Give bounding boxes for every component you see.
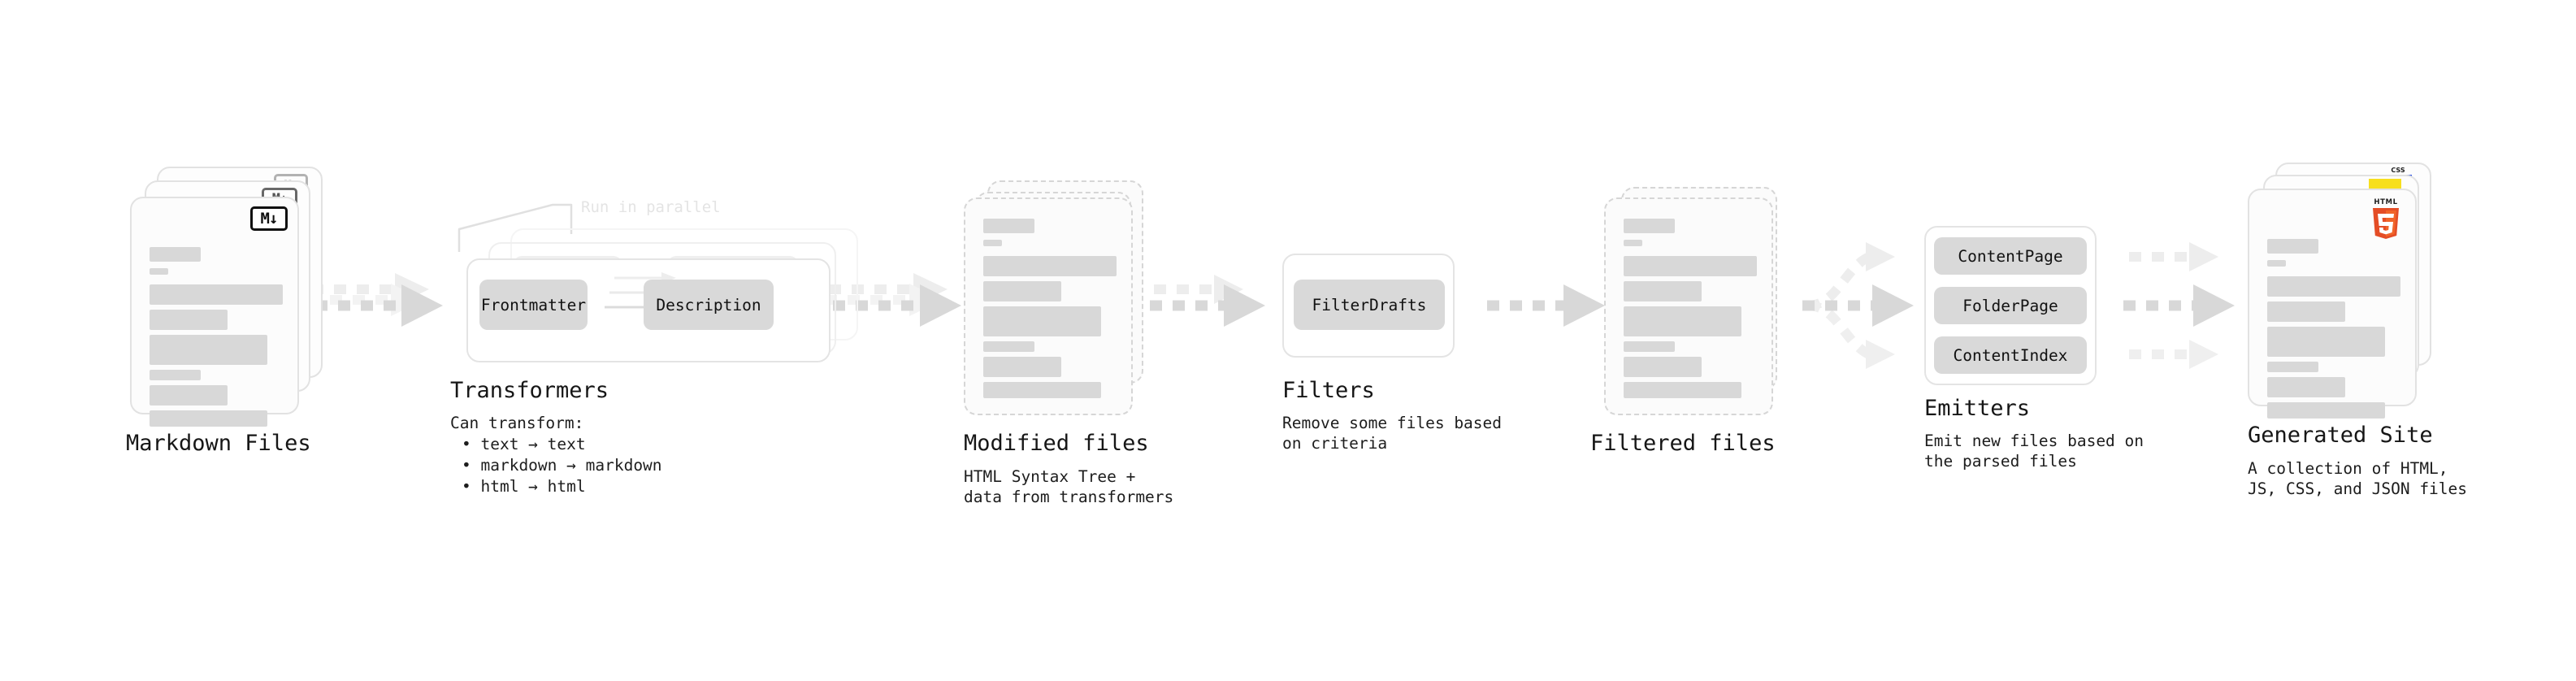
connector-modified-to-filters [1150, 275, 1265, 327]
svg-text:CSS: CSS [2391, 167, 2405, 174]
modified-card-front [964, 197, 1133, 415]
skeleton-block-3 [150, 335, 267, 365]
skeleton-sub [2267, 260, 2286, 267]
svg-text:HTML: HTML [2374, 198, 2397, 206]
markdown-card-front: M↓ [130, 197, 299, 427]
skeleton-title [983, 219, 1034, 233]
skeleton-block-3 [983, 306, 1101, 336]
emitter-plugin-folderpage[interactable]: FolderPage [1934, 287, 2087, 324]
markdown-down-icon: M↓ [250, 206, 288, 231]
skeleton-block-1 [150, 284, 283, 305]
modified-files-title: Modified files [964, 431, 1149, 456]
transformer-plugin-frontmatter[interactable]: Frontmatter [479, 280, 588, 330]
skeleton-block-5 [1624, 357, 1702, 377]
skeleton-block-1 [2267, 276, 2400, 297]
transformers-subtitle: Can transform: [450, 414, 584, 432]
skeleton-block-1 [1624, 256, 1757, 276]
transformer-plugin-description[interactable]: Description [644, 280, 774, 330]
generated-site-title: Generated Site [2248, 423, 2433, 448]
skeleton-sub [150, 268, 168, 275]
transformers-bullet-2: • html → html [462, 477, 586, 496]
filtered-files-title: Filtered files [1590, 431, 1776, 456]
skeleton-block-5 [150, 385, 228, 406]
filtered-card-front [1604, 197, 1773, 415]
skeleton-title [1624, 219, 1675, 233]
skeleton-block-5 [2267, 377, 2345, 397]
skeleton-block-4 [150, 370, 201, 380]
emitters-title: Emitters [1924, 396, 2031, 421]
filters-subtitle: Remove some files based on criteria [1282, 414, 1503, 453]
emitter-plugin-contentpage[interactable]: ContentPage [1934, 237, 2087, 275]
connector-transformers-to-modified [825, 273, 961, 327]
skeleton-block-6 [1624, 382, 1741, 398]
skeleton-block-2 [150, 310, 228, 330]
skeleton-block-2 [983, 281, 1061, 301]
skeleton-block-4 [983, 341, 1034, 352]
run-in-parallel-bracket [458, 203, 573, 252]
connector-filters-to-filtered [1487, 284, 1605, 327]
modified-files-subtitle: HTML Syntax Tree + data from transformer… [964, 467, 1174, 506]
skeleton-title [2267, 239, 2318, 254]
skeleton-block-3 [1624, 306, 1741, 336]
transformers-title: Transformers [450, 378, 609, 403]
skeleton-block-6 [2267, 402, 2385, 419]
markdown-files-title: Markdown Files [126, 431, 311, 456]
skeleton-block-4 [2267, 362, 2318, 372]
skeleton-block-2 [2267, 301, 2345, 322]
emitter-plugin-contentindex[interactable]: ContentIndex [1934, 336, 2087, 374]
skeleton-block-1 [983, 256, 1117, 276]
emitters-subtitle: Emit new files based on the parsed files [1924, 432, 2144, 471]
transformers-bullet-1: • markdown → markdown [462, 456, 662, 475]
connector-filtered-to-emitters [1802, 242, 1914, 369]
filter-plugin-filterdrafts[interactable]: FilterDrafts [1294, 280, 1445, 330]
skeleton-block-5 [983, 357, 1061, 377]
skeleton-sub [983, 240, 1002, 246]
site-card-front: HTML [2248, 189, 2417, 419]
connector-markdown-to-transformers [307, 273, 443, 327]
filters-title: Filters [1282, 378, 1375, 403]
skeleton-title [150, 247, 201, 262]
html5-icon: HTML [2373, 198, 2399, 239]
run-in-parallel-label: Run in parallel [581, 198, 721, 216]
skeleton-block-3 [2267, 327, 2385, 357]
skeleton-block-4 [1624, 341, 1675, 352]
transformers-bullet-0: • text → text [462, 435, 586, 453]
generated-site-subtitle: A collection of HTML, JS, CSS, and JSON … [2248, 459, 2468, 498]
connector-emitters-to-site [2123, 242, 2235, 369]
skeleton-block-6 [983, 382, 1101, 398]
skeleton-sub [1624, 240, 1642, 246]
skeleton-block-6 [150, 410, 267, 427]
skeleton-block-2 [1624, 281, 1702, 301]
